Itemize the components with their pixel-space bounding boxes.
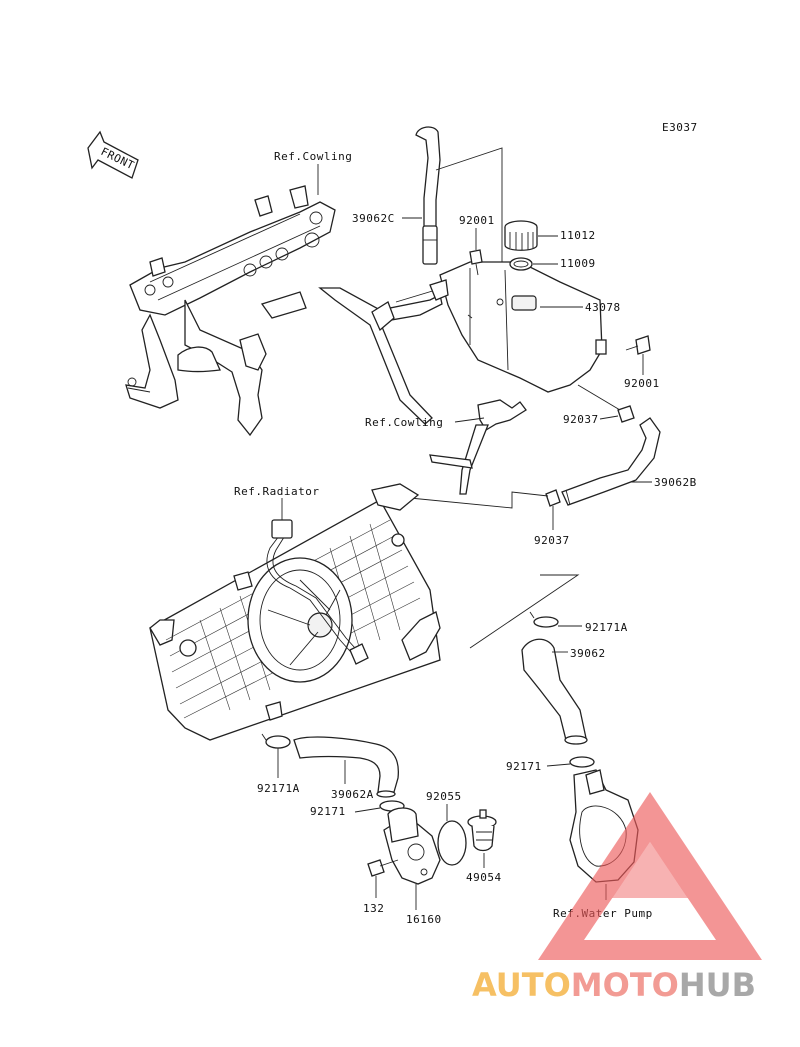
part-92037-top: 92037 (563, 413, 599, 426)
clamp-92171a-right-drawing (529, 611, 559, 628)
oring-92055-drawing (437, 820, 467, 866)
radiator-drawing (149, 483, 441, 741)
bolt-92001-right-drawing (625, 335, 651, 355)
clamp-92171a-left-drawing (261, 733, 291, 749)
clip-92037-bottom-drawing (545, 489, 561, 507)
diagram-code: E3037 (662, 121, 698, 134)
part-92001-top: 92001 (459, 214, 495, 227)
part-16160: 16160 (406, 913, 442, 926)
clip-92037-top-drawing (617, 405, 635, 423)
part-43078: 43078 (585, 301, 621, 314)
gasket-11009-drawing (509, 257, 533, 271)
thermostat-housing-16160-drawing (383, 807, 441, 885)
part-92171-right: 92171 (506, 760, 542, 773)
part-39062: 39062 (570, 647, 606, 660)
part-92037-bottom: 92037 (534, 534, 570, 547)
thermostat-49054-drawing (467, 809, 497, 852)
part-39062A: 39062A (331, 788, 374, 801)
bolt-132-drawing (367, 859, 399, 877)
logo-inner-triangle-icon (612, 842, 688, 898)
part-132: 132 (363, 902, 384, 915)
ref-cowling-mid-label: Ref.Cowling (365, 416, 443, 429)
svg-text:AUTOMOTOHUB: AUTOMOTOHUB (472, 966, 756, 1004)
ref-radiator-label: Ref.Radiator (234, 485, 319, 498)
bolt-92001-top-drawing (469, 249, 483, 276)
part-92001-right: 92001 (624, 377, 660, 390)
part-92171A-left: 92171A (257, 782, 300, 795)
part-39062B: 39062B (654, 476, 697, 489)
reservoir-tank-drawing (429, 261, 607, 393)
hose-39062-drawing (521, 638, 588, 745)
automotohub-logo: AUTOMOTOHUB (472, 792, 762, 1004)
part-92171-left: 92171 (310, 805, 346, 818)
hose-39062b-drawing (561, 417, 661, 506)
part-11012: 11012 (560, 229, 596, 242)
logo-text-auto: AUTO (472, 966, 571, 1004)
ref-cowling-top-label: Ref.Cowling (274, 150, 352, 163)
part-92055: 92055 (426, 790, 462, 803)
hose-39062c-drawing (415, 126, 441, 265)
cowling-bracket-mid-drawing (429, 399, 527, 495)
logo-text-hub: HUB (679, 966, 756, 1004)
clamp-92171-right-drawing (569, 756, 595, 768)
part-11009: 11009 (560, 257, 596, 270)
cap-11012-drawing (504, 220, 538, 251)
front-arrow-icon: FRONT (87, 130, 139, 179)
part-92171A-right: 92171A (585, 621, 628, 634)
gasket-11009-inner (513, 260, 529, 268)
part-39062C: 39062C (352, 212, 395, 225)
frame-bracket-drawing (125, 185, 443, 437)
logo-text-moto: MOTO (571, 966, 679, 1004)
hose-39062a-drawing (293, 736, 400, 798)
logo-triangle-icon (538, 792, 762, 960)
part-49054: 49054 (466, 871, 502, 884)
